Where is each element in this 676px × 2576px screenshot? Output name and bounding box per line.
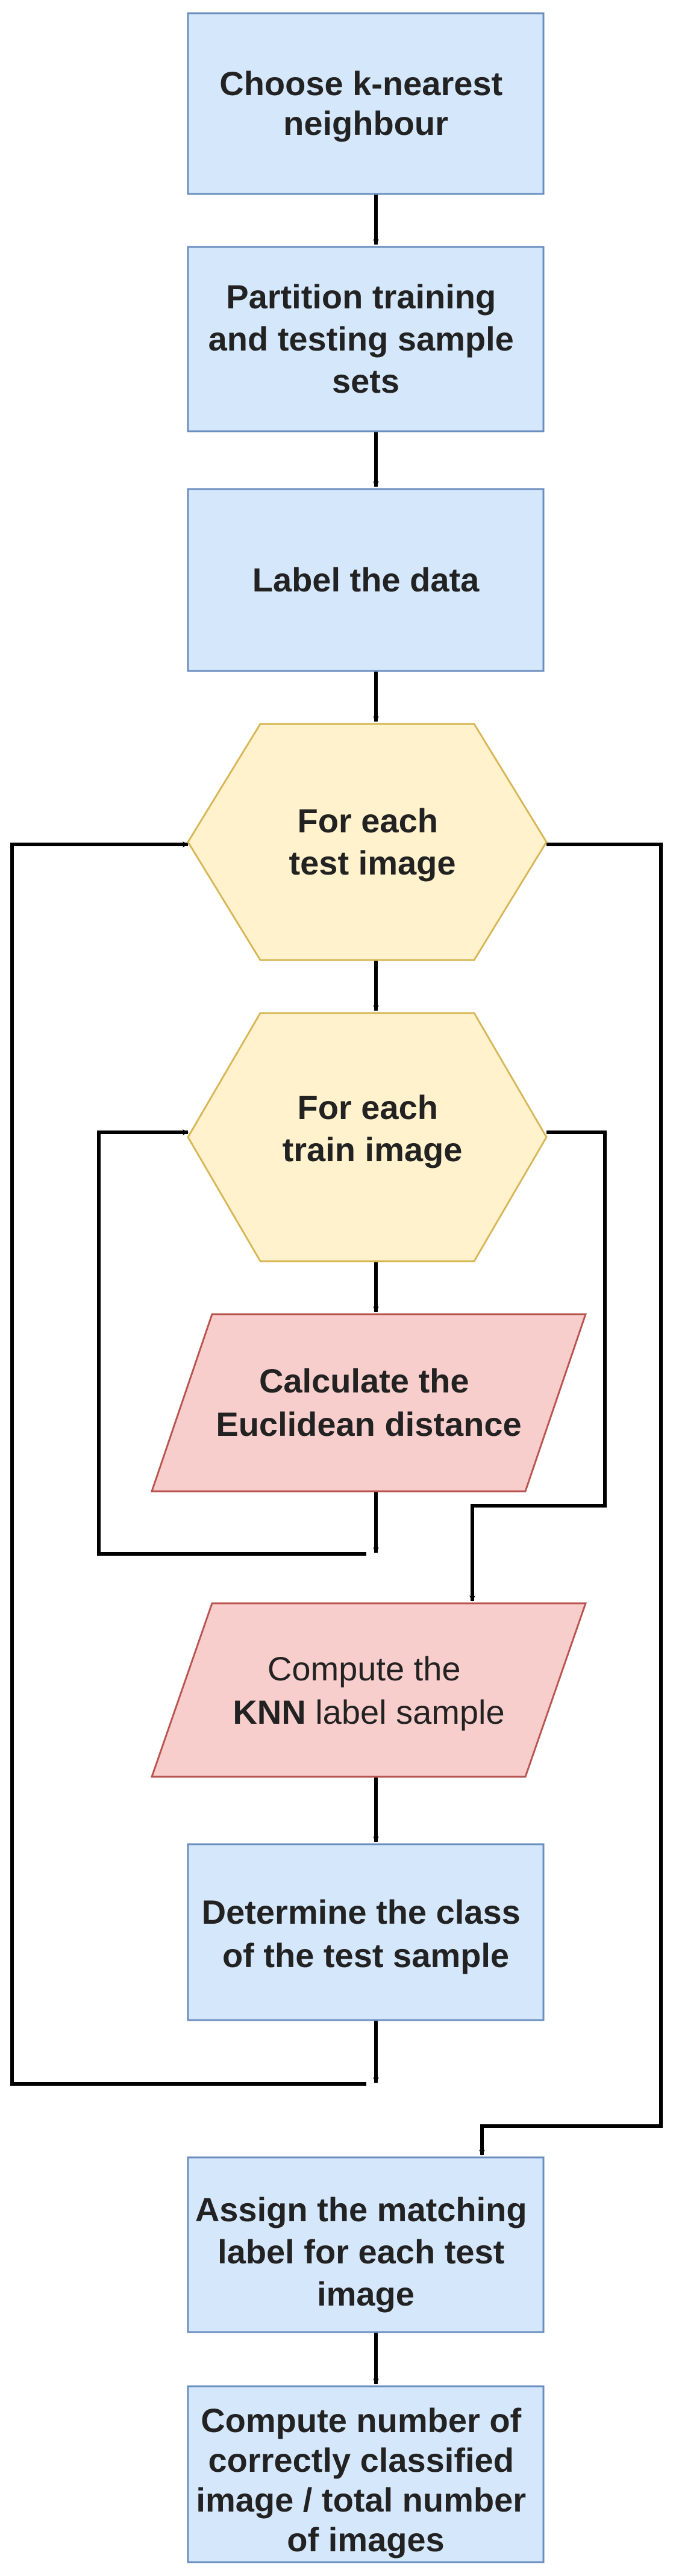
edge-outer-loop-back (10, 841, 366, 2086)
node-label: Calculate the Euclidean distance (216, 1362, 521, 1443)
io-parallelogram (150, 1313, 587, 1492)
label-line: Partition training (226, 278, 496, 316)
label-line: Assign the matching (195, 2191, 527, 2228)
node-compute-accuracy: Compute number of correctly classified i… (187, 2385, 545, 2563)
edge-test-loop-exit (479, 843, 663, 2156)
process-box (187, 2385, 545, 2563)
node-calculate-euclidean-distance: Calculate the Euclidean distance (150, 1313, 587, 1492)
process-box (187, 1843, 545, 2021)
node-label: For each test image (289, 802, 456, 882)
node-for-each-test-image: For each test image (187, 723, 548, 961)
node-compute-knn-label-sample: Compute the KNN label sample (150, 1602, 587, 1778)
label-line: Determine the class (202, 1893, 521, 1931)
label-line: of the test sample (222, 1936, 509, 1974)
node-label: Compute the KNN label sample (233, 1650, 504, 1731)
node-label: Assign the matching label for each test … (195, 2191, 536, 2313)
node-partition-training-testing: Partition training and testing sample se… (187, 246, 545, 432)
label-line: For each (298, 802, 438, 840)
label-line: correctly classified (208, 2441, 514, 2479)
label-line: and testing sample (208, 320, 514, 358)
label-line: Calculate the (259, 1362, 469, 1400)
node-assign-matching-label: Assign the matching label for each test … (187, 2156, 545, 2333)
label-line: image (317, 2275, 415, 2313)
label-line: neighbour (283, 104, 448, 142)
process-box (187, 2156, 545, 2333)
edge-train-loop-exit (469, 1131, 607, 1601)
label-line: Choose k-nearest (219, 64, 502, 102)
process-box (187, 12, 545, 195)
node-for-each-train-image: For each train image (187, 1012, 548, 1262)
loop-hexagon (187, 1012, 548, 1262)
label-bold-fragment: KNN (233, 1693, 305, 1731)
node-label: Compute number of correctly classified i… (196, 2401, 535, 2559)
label-line: Label the data (252, 561, 480, 599)
label-line: Euclidean distance (216, 1405, 521, 1443)
loop-hexagon (187, 723, 548, 961)
io-parallelogram (150, 1602, 587, 1778)
node-label: Choose k-nearest neighbour (219, 64, 512, 142)
node-label: Partition training and testing sample se… (208, 278, 524, 400)
node-label: Label the data (252, 561, 480, 599)
label-line: sets (332, 362, 399, 400)
node-label: For each train image (283, 1088, 463, 1168)
node-label: Determine the class of the test sample (202, 1893, 530, 1974)
process-box (187, 488, 545, 672)
process-box (187, 246, 545, 432)
label-fragment: label sample (306, 1693, 505, 1731)
node-label-the-data: Label the data (187, 488, 545, 672)
label-line: of images (287, 2521, 444, 2559)
edge-inner-loop-back (97, 1129, 366, 1556)
label-line: For each (298, 1088, 438, 1126)
label-line: image / total number (196, 2481, 526, 2519)
label-line: train image (283, 1131, 463, 1168)
node-choose-k-nearest-neighbour: Choose k-nearest neighbour (187, 12, 545, 195)
edges (10, 194, 663, 2384)
node-determine-class: Determine the class of the test sample (187, 1843, 545, 2021)
label-line: label for each test (218, 2233, 504, 2271)
label-line: Compute the (268, 1650, 461, 1688)
label-line: Compute number of (201, 2401, 521, 2439)
label-line: test image (289, 844, 456, 882)
label-line: KNN label sample (233, 1693, 504, 1731)
